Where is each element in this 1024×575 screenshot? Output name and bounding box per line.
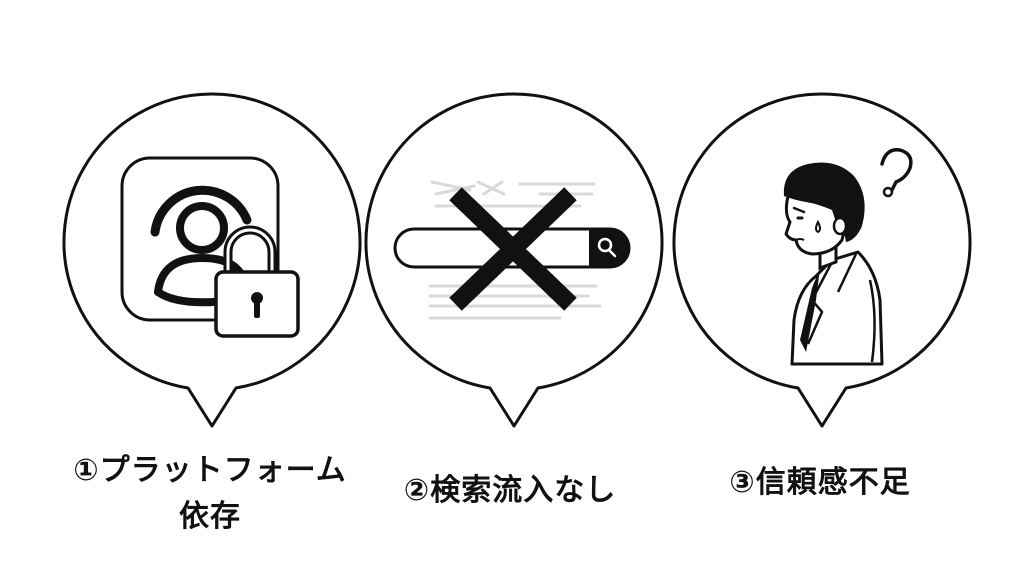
caption-2-line-1: ②検索流入なし bbox=[403, 473, 617, 508]
question-mark-icon bbox=[880, 148, 913, 198]
caption-lack-of-trust: ③信頼感不足 bbox=[650, 460, 990, 506]
caption-no-search-traffic: ②検索流入なし bbox=[340, 468, 680, 514]
caption-1-line-1: ①プラットフォーム bbox=[73, 453, 347, 488]
caption-3-line-1: ③信頼感不足 bbox=[729, 465, 911, 500]
search-bar-crossed-icon bbox=[393, 180, 631, 320]
cross-mark-icon bbox=[449, 187, 577, 311]
caption-platform-dependence: ①プラットフォーム 依存 bbox=[40, 448, 380, 540]
caption-1-line-2: 依存 bbox=[179, 499, 241, 534]
confused-businessman-icon bbox=[783, 148, 913, 366]
user-lock-icon bbox=[120, 156, 300, 338]
search-icon bbox=[597, 237, 617, 258]
